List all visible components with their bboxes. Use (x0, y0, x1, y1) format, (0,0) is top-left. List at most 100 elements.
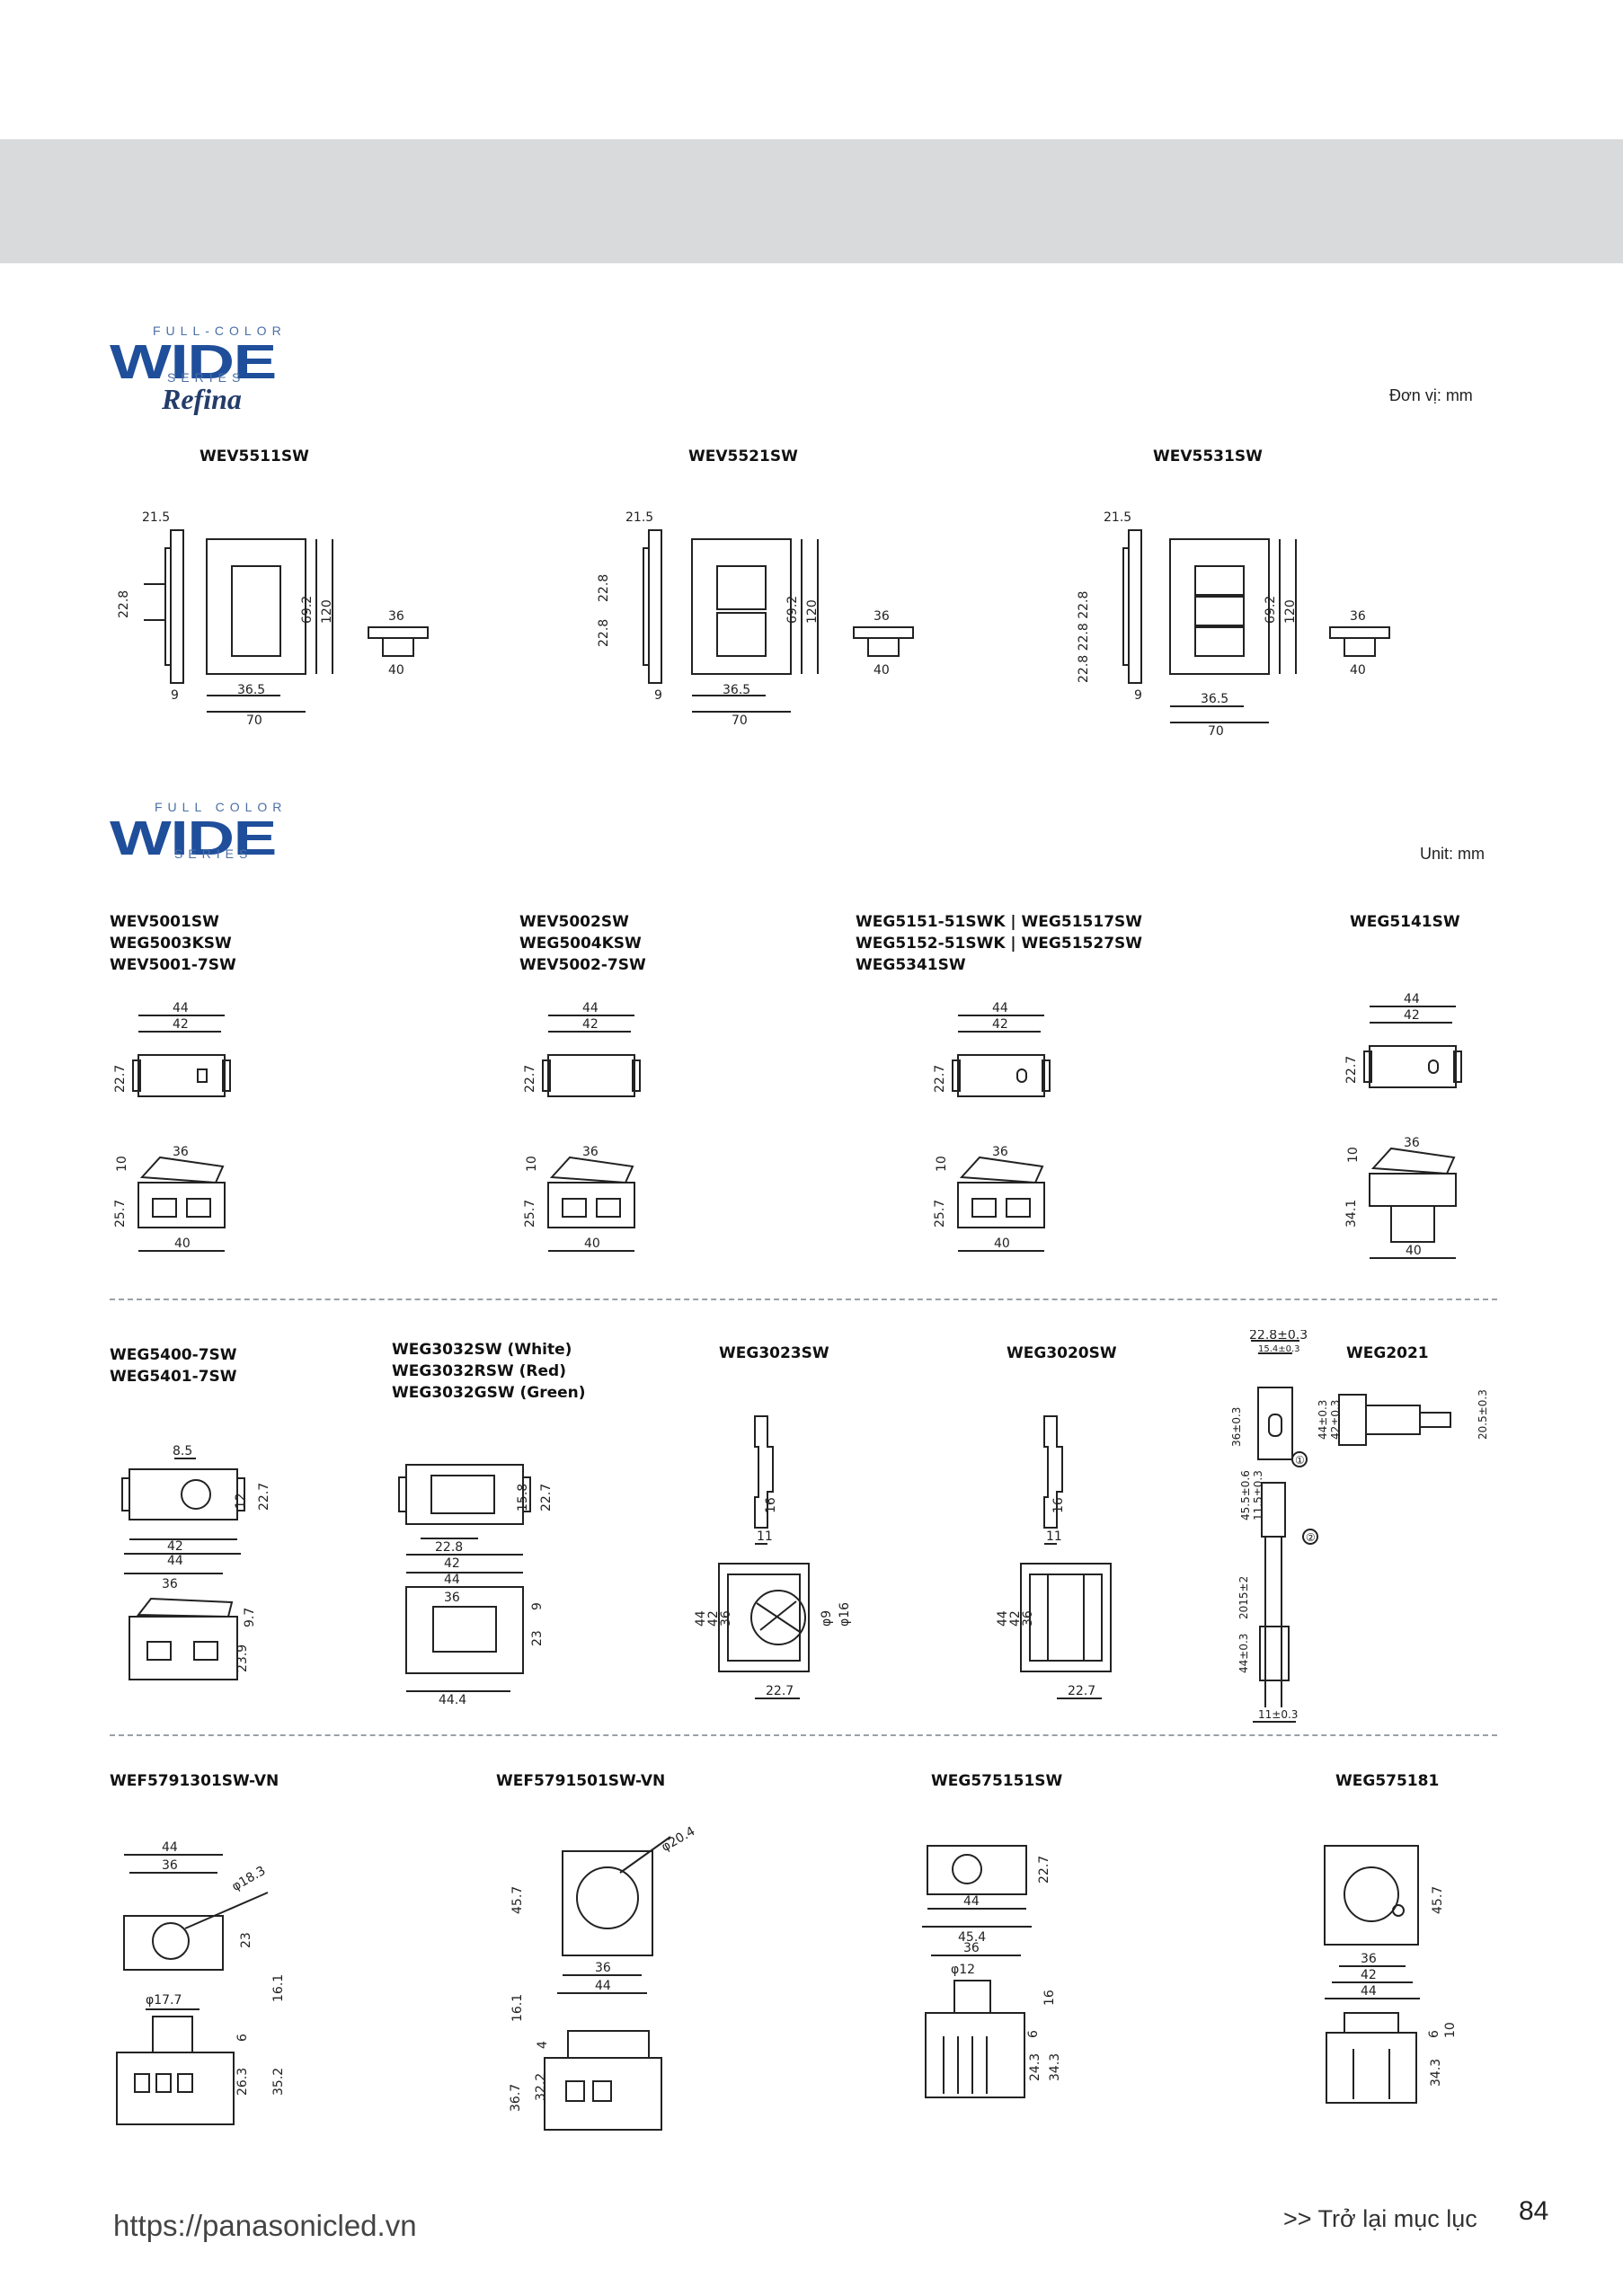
drawing-wev5511sw: 21.5 22.8 69.2 120 9 36.5 70 36 40 (108, 503, 485, 737)
dim-label: 16.1 (510, 1994, 525, 2022)
dim-label: 32.2 (534, 2073, 548, 2101)
dim-label: 6 (1026, 2030, 1041, 2038)
drawing-weg575151sw: 22.7 44 45.4 36 φ12 16 6 24.3 34.3 (913, 1833, 1102, 2121)
unit-label-vi: Đơn vị: mm (1389, 386, 1473, 404)
dim-label: 42 (444, 1556, 460, 1571)
dim-label: 120 (805, 599, 820, 624)
dim-label: 40 (994, 1237, 1010, 1251)
logo-series-text: SERIES (167, 370, 246, 385)
page-number: 84 (1519, 2196, 1549, 2226)
dim-label: 42 (1361, 1968, 1377, 1982)
model-label: WEG3032SW (White) (392, 1341, 572, 1359)
dim-label: 42 (1404, 1008, 1420, 1023)
dim-label: 15.4±0.3 (1258, 1344, 1300, 1354)
logo-wide-text: WIDE (110, 335, 277, 389)
dim-label: 44 (963, 1894, 980, 1909)
dim-label: 25.7 (113, 1200, 128, 1228)
model-label-group: WEV5002SW WEG5004KSW WEV5002-7SW (519, 911, 646, 976)
drawing-wef5791501sw-vn: φ20.4 45.7 36 44 16.1 4 32.2 36.7 (485, 1815, 701, 2148)
logo-top-text: FULL-COLOR (153, 324, 287, 338)
dim-label: 22.8 22.8 22.8 (1077, 591, 1091, 683)
dim-label: 36 (595, 1961, 611, 1975)
section-divider (110, 1734, 1497, 1736)
dim-label: 11.5±0.3 (1252, 1470, 1264, 1520)
back-to-toc-link[interactable]: >> Trở lại mục lục (1283, 2205, 1477, 2232)
dim-label: 69.2 (300, 596, 315, 624)
logo-series-text: SERIES (174, 847, 253, 861)
dim-label: 23 (530, 1630, 545, 1646)
dim-label: 22.7 (766, 1684, 794, 1698)
model-label: WEG5003KSW (110, 935, 232, 953)
model-label: WEV5511SW (200, 448, 309, 465)
dim-label: 36 (162, 1577, 178, 1591)
dim-label: 10 (935, 1156, 949, 1172)
model-label: WEV5002-7SW (519, 956, 646, 974)
dim-label: 21.5 (625, 510, 653, 525)
dim-label: 70 (1208, 724, 1224, 737)
dim-label: 22.7 (113, 1065, 128, 1093)
model-label: WEV5002SW (519, 913, 629, 931)
dim-label: 70 (246, 714, 262, 728)
drawing-wef5791301sw-vn: 44 36 φ18.3 23 φ17.7 16.1 6 26.3 35.2 (106, 1833, 322, 2148)
dim-label: 36.7 (509, 2084, 523, 2112)
dim-label: 2015±2 (1237, 1576, 1250, 1619)
drawing-wev5531sw: 21.5 22.8 22.8 22.8 69.2 120 9 36.5 70 3… (1060, 503, 1438, 737)
dim-label: 36 (444, 1591, 460, 1605)
dim-label: 22.8 (597, 619, 611, 647)
dim-label: 44 (1404, 992, 1420, 1006)
dim-label: 35.2 (271, 2068, 286, 2096)
dim-label: 8.5 (173, 1444, 192, 1458)
header-band (0, 139, 1623, 263)
model-label: WEG5341SW (856, 956, 966, 974)
dim-label: 10 (525, 1156, 539, 1172)
callout-1: ① (1295, 1454, 1305, 1467)
dim-label: 44 (173, 1001, 189, 1015)
dim-label: 22.8 (435, 1540, 463, 1555)
model-label: WEG5151-51SWK | WEG51517SW (856, 913, 1143, 931)
model-label: WEG5401-7SW (110, 1368, 237, 1386)
dim-label: 11±0.3 (1258, 1708, 1298, 1721)
dim-label: φ20.4 (659, 1824, 697, 1855)
logo-refina-text: Refina (162, 383, 242, 415)
dim-label: 40 (1406, 1244, 1422, 1258)
dim-label: 42 (582, 1017, 599, 1032)
dim-label: 10 (1443, 2022, 1458, 2038)
dim-label: 22.7 (1344, 1056, 1359, 1084)
model-label: WEG5400-7SW (110, 1346, 237, 1364)
dim-label: 34.3 (1429, 2059, 1443, 2087)
wide-series-logo: FULL COLOR WIDE SERIES (110, 800, 325, 863)
refina-series-logo: FULL-COLOR WIDE SERIES Refina (110, 324, 316, 422)
dim-label: 36 (719, 1610, 733, 1627)
dim-label: 6 (235, 2034, 250, 2042)
dim-label: 36 (1021, 1610, 1035, 1627)
dim-label: 44 (444, 1573, 460, 1587)
dim-label: 22.7 (523, 1065, 537, 1093)
drawing-weg5151-51swk: 44 42 22.7 10 36 25.7 40 (926, 997, 1069, 1258)
dim-label: 22.7 (1037, 1856, 1051, 1884)
drawing-wev5521sw: 21.5 22.8 22.8 69.2 120 9 36.5 70 36 40 (593, 503, 971, 737)
dim-label: 69.2 (1264, 596, 1278, 624)
dim-label: 4 (536, 2041, 550, 2049)
dim-label: φ18.3 (229, 1864, 268, 1894)
dim-label: 36 (388, 609, 404, 624)
model-label: WEV5521SW (688, 448, 798, 465)
dim-label: 40 (1350, 663, 1366, 678)
website-url[interactable]: https://panasonicled.vn (113, 2209, 417, 2242)
dim-label: 45.7 (1431, 1886, 1445, 1914)
unit-label-en: Unit: mm (1420, 845, 1485, 863)
dim-label: 26.3 (235, 2068, 250, 2096)
dim-label: φ12 (951, 1963, 975, 1977)
model-label: WEF5791501SW-VN (496, 1772, 666, 1790)
dim-label: 45.4 (958, 1930, 986, 1945)
dim-label: 9 (1134, 688, 1142, 703)
drawing-weg3032sw: 15.8 22.7 22.8 42 44 36 9 23 44.4 (388, 1438, 586, 1707)
model-label-group: WEG5400-7SW WEG5401-7SW (110, 1344, 237, 1387)
dim-label: 21.5 (142, 510, 170, 525)
drawing-weg3020sw: 16 11 44 42 36 22.7 (994, 1411, 1174, 1707)
dim-label: 120 (320, 599, 334, 624)
dim-label: 24.3 (1028, 2053, 1042, 2081)
dim-label: 21.5 (1104, 510, 1131, 525)
dim-label: 20.5±0.3 (1477, 1389, 1489, 1440)
dim-label: 36 (992, 1145, 1008, 1159)
dim-label: 45.7 (510, 1886, 525, 1914)
